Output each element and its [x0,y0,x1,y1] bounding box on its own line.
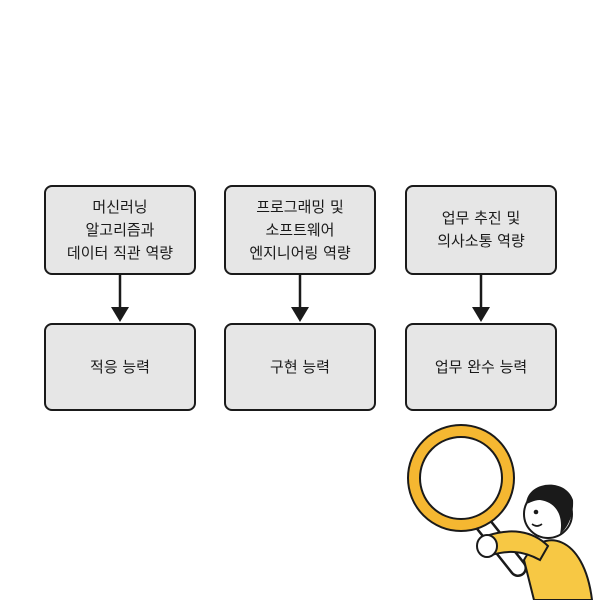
person-holding-magnifier-icon [407,424,594,600]
ability-box-implement-label: 구현 능력 [270,357,330,376]
ability-box-adapt-label: 적응 능력 [90,357,150,376]
arrow-down-icon [291,275,309,322]
ability-box-adapt: 적응 능력 [44,323,196,411]
arrow-down-icon [111,275,129,322]
competency-box-communication: 업무 추진 및 의사소통 역량 [405,185,557,275]
competency-box-communication-label: 업무 추진 및 의사소통 역량 [437,209,525,250]
ability-box-complete: 업무 완수 능력 [405,323,557,411]
competency-box-ml: 머신러닝 알고리즘과 데이터 직관 역량 [44,185,196,275]
competency-box-ml-label: 머신러닝 알고리즘과 데이터 직관 역량 [66,197,174,262]
ability-box-implement: 구현 능력 [224,323,376,411]
competency-box-programming-label: 프로그래밍 및 소프트웨어 엔지니어링 역량 [249,197,351,262]
arrow-down-icon [472,275,490,322]
ability-box-complete-label: 업무 완수 능력 [434,357,528,376]
competency-box-programming: 프로그래밍 및 소프트웨어 엔지니어링 역량 [224,185,376,275]
